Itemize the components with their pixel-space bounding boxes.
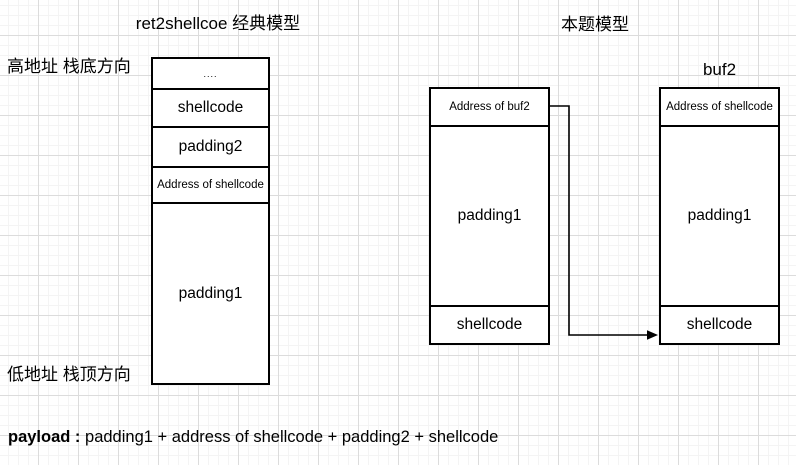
- classic-stack-cell-dots: ....: [153, 59, 268, 90]
- connector-line: [550, 105, 650, 336]
- buf2-stack-cell-shellcode: shellcode: [661, 307, 778, 343]
- low-address-label: 低地址 栈顶方向: [7, 365, 131, 384]
- overflow-stack: Address of buf2 padding1 shellcode: [429, 87, 550, 345]
- arrowhead-icon: [647, 330, 658, 340]
- buf2-stack-cell-address-of-shellcode: Address of shellcode: [661, 89, 778, 127]
- payload-label: payload :: [8, 428, 81, 446]
- classic-stack-cell-shellcode: shellcode: [153, 90, 268, 128]
- classic-stack-cell-padding1: padding1: [153, 204, 268, 383]
- overflow-stack-cell-address-of-buf2: Address of buf2: [431, 89, 548, 127]
- buf2-label: buf2: [702, 60, 737, 79]
- payload-value: padding1 + address of shellcode + paddin…: [85, 428, 499, 446]
- classic-stack: .... shellcode padding2 Address of shell…: [151, 57, 270, 385]
- high-address-label: 高地址 栈底方向: [7, 57, 131, 76]
- problem-model-title: 本题模型: [561, 15, 629, 34]
- classic-stack-cell-padding2: padding2: [153, 128, 268, 168]
- overflow-stack-cell-shellcode: shellcode: [431, 307, 548, 343]
- payload-formula: payload : padding1 + address of shellcod…: [8, 427, 498, 447]
- overflow-stack-cell-padding1: padding1: [431, 127, 548, 307]
- buf2-stack-cell-padding1: padding1: [661, 127, 778, 307]
- buf2-stack: Address of shellcode padding1 shellcode: [659, 87, 780, 345]
- classic-model-title: ret2shellcoe 经典模型: [135, 14, 301, 33]
- classic-stack-cell-address-of-shellcode: Address of shellcode: [153, 168, 268, 204]
